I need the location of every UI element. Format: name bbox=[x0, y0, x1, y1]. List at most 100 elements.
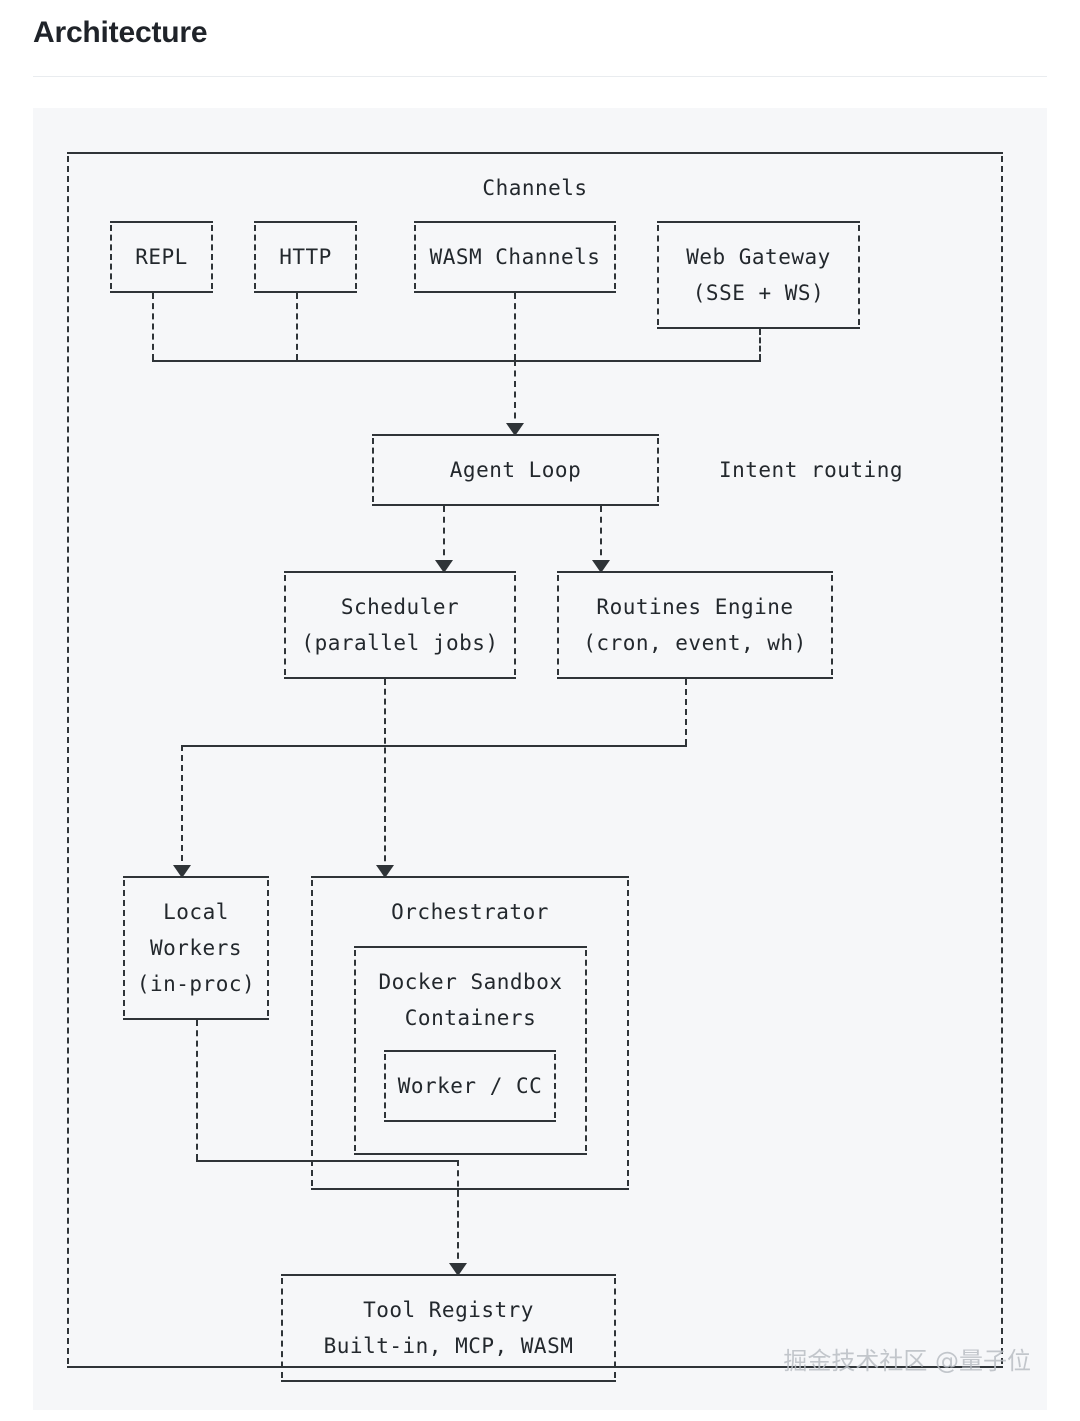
scheduler-drop-line bbox=[384, 679, 386, 871]
channels-container-top-border bbox=[67, 152, 1003, 154]
channels-container-right-border bbox=[1001, 156, 1003, 1364]
agent-loop-bottom-border bbox=[372, 504, 659, 506]
repl-right-border bbox=[211, 225, 213, 289]
http-node: HTTP bbox=[254, 221, 357, 293]
registry-feed-line bbox=[457, 1160, 459, 1269]
scheduler-label-line1: Scheduler bbox=[340, 595, 460, 619]
repl-label: REPL bbox=[135, 245, 188, 269]
http-right-border bbox=[355, 225, 357, 289]
local-workers-arrowhead bbox=[173, 865, 191, 878]
tool-registry-right-border bbox=[614, 1278, 616, 1378]
scheduler-label-line2: (parallel jobs) bbox=[301, 631, 499, 655]
wasm-channels-label: WASM Channels bbox=[429, 245, 601, 269]
worker-cc-bottom-border bbox=[384, 1120, 556, 1122]
orchestrator-left-border bbox=[311, 880, 313, 1186]
orchestrator-node: Orchestrator Docker Sandbox Containers W… bbox=[311, 876, 629, 1190]
local-workers-node: Local Workers (in-proc) bbox=[123, 876, 269, 1020]
bus-to-agent-loop-line bbox=[514, 360, 516, 429]
scheduler-node: Scheduler (parallel jobs) bbox=[284, 571, 516, 679]
web-gateway-right-border bbox=[858, 225, 860, 325]
web-gateway-drop-line bbox=[759, 329, 761, 360]
wasm-channels-left-border bbox=[414, 225, 416, 289]
worker-cc-left-border bbox=[384, 1054, 386, 1118]
docker-sandbox-bottom-border bbox=[354, 1153, 587, 1155]
http-top-border bbox=[254, 221, 357, 223]
web-gateway-node: Web Gateway (SSE + WS) bbox=[657, 221, 860, 329]
web-gateway-label-line1: Web Gateway bbox=[686, 245, 831, 269]
scheduler-left-border bbox=[284, 575, 286, 675]
routines-engine-drop-line bbox=[685, 679, 687, 745]
docker-sandbox-label-line1: Docker Sandbox bbox=[378, 970, 563, 994]
agent-loop-arrowhead bbox=[506, 423, 524, 436]
local-workers-right-border bbox=[267, 880, 269, 1016]
agent-loop-label: Agent Loop bbox=[449, 458, 582, 482]
worker-cc-right-border bbox=[554, 1054, 556, 1118]
docker-sandbox-right-border bbox=[585, 950, 587, 1151]
docker-sandbox-containers-node: Docker Sandbox Containers Worker / CC bbox=[354, 946, 587, 1155]
repl-drop-line bbox=[152, 293, 154, 360]
tool-registry-label-line2: Built-in, MCP, WASM bbox=[323, 1334, 574, 1358]
repl-node: REPL bbox=[110, 221, 213, 293]
http-drop-line bbox=[296, 293, 298, 360]
orchestrator-label: Orchestrator bbox=[391, 900, 549, 924]
workers-feed-line bbox=[181, 745, 183, 871]
worker-cc-node: Worker / CC bbox=[384, 1050, 556, 1122]
agent-loop-left-border bbox=[372, 438, 374, 502]
watermark: 掘金技术社区 @量子位 bbox=[783, 1347, 1031, 1375]
orchestrator-top-border bbox=[311, 876, 629, 878]
routines-engine-top-border bbox=[557, 571, 833, 573]
architecture-code-block: Channels REPL HTTP WASM Channels bbox=[33, 108, 1047, 1410]
tool-registry-left-border bbox=[281, 1278, 283, 1378]
http-bottom-border bbox=[254, 291, 357, 293]
agent-loop-to-routines-line bbox=[600, 506, 602, 566]
channels-container-label: Channels bbox=[482, 176, 588, 200]
local-workers-label-line1: Local bbox=[163, 900, 229, 924]
routines-engine-node: Routines Engine (cron, event, wh) bbox=[557, 571, 833, 679]
wasm-channels-right-border bbox=[614, 225, 616, 289]
repl-top-border bbox=[110, 221, 213, 223]
local-workers-bottom-border bbox=[123, 1018, 269, 1020]
web-gateway-top-border bbox=[657, 221, 860, 223]
docker-sandbox-top-border bbox=[354, 946, 587, 948]
agent-loop-right-border bbox=[657, 438, 659, 502]
repl-left-border bbox=[110, 225, 112, 289]
scheduler-right-border bbox=[514, 575, 516, 675]
orchestrator-arrowhead bbox=[376, 865, 394, 878]
wasm-channels-node: WASM Channels bbox=[414, 221, 616, 293]
orchestrator-right-border bbox=[627, 880, 629, 1186]
routines-engine-right-border bbox=[831, 575, 833, 675]
docker-sandbox-label-line2: Containers bbox=[404, 1006, 537, 1030]
channels-container-bottom-border bbox=[67, 1366, 1003, 1368]
web-gateway-bottom-border bbox=[657, 327, 860, 329]
agent-loop-node: Agent Loop bbox=[372, 434, 659, 506]
local-workers-label-line2: Workers bbox=[149, 936, 242, 960]
intent-routing-label: Intent routing bbox=[718, 458, 903, 482]
tool-registry-label-line1: Tool Registry bbox=[363, 1298, 534, 1322]
routines-engine-label-line1: Routines Engine bbox=[596, 595, 794, 619]
channels-container-left-border bbox=[67, 156, 69, 1364]
workers-to-registry-bus bbox=[196, 1160, 457, 1162]
repl-bottom-border bbox=[110, 291, 213, 293]
http-left-border bbox=[254, 225, 256, 289]
local-workers-drop-line bbox=[196, 1020, 198, 1160]
tool-registry-node: Tool Registry Built-in, MCP, WASM bbox=[281, 1274, 616, 1382]
local-workers-label-line3: (in-proc) bbox=[136, 972, 256, 996]
wasm-channels-bottom-border bbox=[414, 291, 616, 293]
title-divider bbox=[33, 76, 1047, 77]
agent-loop-top-border bbox=[372, 434, 659, 436]
web-gateway-label-line2: (SSE + WS) bbox=[692, 281, 825, 305]
wasm-channels-top-border bbox=[414, 221, 616, 223]
wasm-channels-drop-line bbox=[514, 293, 516, 360]
orchestrator-bottom-border bbox=[311, 1188, 629, 1190]
worker-cc-label: Worker / CC bbox=[397, 1074, 543, 1098]
architecture-diagram: Channels REPL HTTP WASM Channels bbox=[33, 108, 1047, 1410]
channels-container: Channels bbox=[67, 152, 1003, 1368]
http-label: HTTP bbox=[279, 245, 332, 269]
docker-sandbox-left-border bbox=[354, 950, 356, 1151]
worker-cc-top-border bbox=[384, 1050, 556, 1052]
tool-registry-bottom-border bbox=[281, 1380, 616, 1382]
scheduler-arrowhead bbox=[435, 560, 453, 573]
routines-engine-left-border bbox=[557, 575, 559, 675]
routines-engine-arrowhead bbox=[592, 560, 610, 573]
channels-bus-line bbox=[152, 360, 761, 362]
